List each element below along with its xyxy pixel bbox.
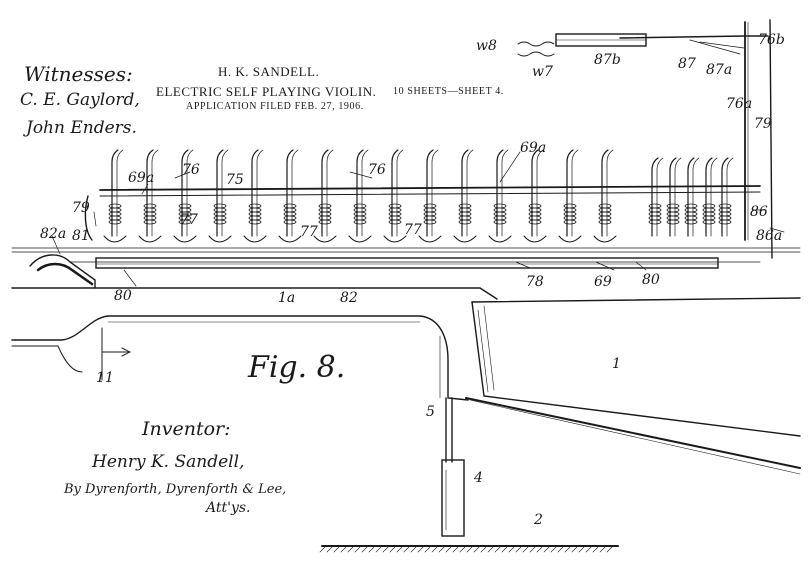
leader-lines (51, 107, 785, 287)
finger-bar (95, 257, 719, 269)
ref-crossbar: 75 (226, 172, 244, 188)
violin-body (465, 297, 801, 475)
ref-69a-left: 69a (128, 170, 155, 186)
patentee-name: H. K. SANDELL. (218, 64, 320, 79)
ref-w8: w8 (476, 38, 497, 54)
ref-77-c: 77 (404, 222, 422, 238)
attorneys-abbrev: Att'ys. (206, 500, 251, 516)
ref-76b: 76b (758, 32, 785, 48)
ref-79-left: 79 (72, 200, 90, 216)
witness-signature-1: C. E. Gaylord, (20, 90, 140, 110)
violin-strings (11, 247, 801, 263)
ref-violin-body: 1 (612, 356, 621, 372)
patent-title: ELECTRIC SELF PLAYING VIOLIN. (156, 84, 377, 99)
ref-bracket: 5 (426, 404, 435, 420)
sheet-number: 10 SHEETS—SHEET 4. (393, 86, 504, 97)
ref-76-left: 76 (182, 162, 200, 178)
ref-section-line: 11 (96, 370, 114, 386)
ref-69: 69 (594, 274, 612, 290)
ref-87b: 87b (594, 52, 621, 68)
ref-77-b: 77 (300, 224, 318, 240)
ref-82: 82 (340, 290, 358, 306)
cross-bar (99, 185, 761, 197)
ref-finger-bar: 78 (526, 274, 544, 290)
ref-80-left: 80 (114, 288, 132, 304)
stand-base (319, 545, 619, 553)
ref-82a: 82a (40, 226, 67, 242)
ref-w7: w7 (532, 64, 553, 80)
support-post (555, 19, 773, 259)
ref-86a: 86a (756, 228, 783, 244)
figure-label: Fig. 8. (248, 350, 346, 385)
ref-87: 87 (678, 56, 696, 72)
inventor-name: Henry K. Sandell, (92, 452, 245, 472)
ref-86: 86 (750, 204, 768, 220)
ref-79-right: 79 (754, 116, 772, 132)
ref-81: 81 (72, 228, 90, 244)
ref-69a-right: 69a (520, 140, 547, 156)
attorneys-name: By Dyrenforth, Dyrenforth & Lee, (64, 482, 287, 497)
finger-levers (103, 149, 734, 243)
filing-date: APPLICATION FILED FEB. 27, 1906. (186, 101, 364, 112)
ref-87a: 87a (706, 62, 733, 78)
ref-76-mid: 76 (368, 162, 386, 178)
ref-stand: 4 (474, 470, 483, 486)
ref-76a: 76a (726, 96, 753, 112)
ref-77-a: 77 (180, 212, 198, 228)
inventor-label: Inventor: (142, 418, 231, 440)
violin-neck (11, 287, 498, 401)
ref-80-right: 80 (642, 272, 660, 288)
wires (517, 41, 555, 57)
ref-base: 2 (534, 512, 543, 528)
violin-stand (441, 397, 465, 537)
ref-neck: 1a (278, 290, 296, 306)
witness-signature-2: John Enders. (26, 118, 137, 138)
witnesses-label: Witnesses: (24, 62, 133, 86)
section-line-marker (101, 327, 132, 381)
